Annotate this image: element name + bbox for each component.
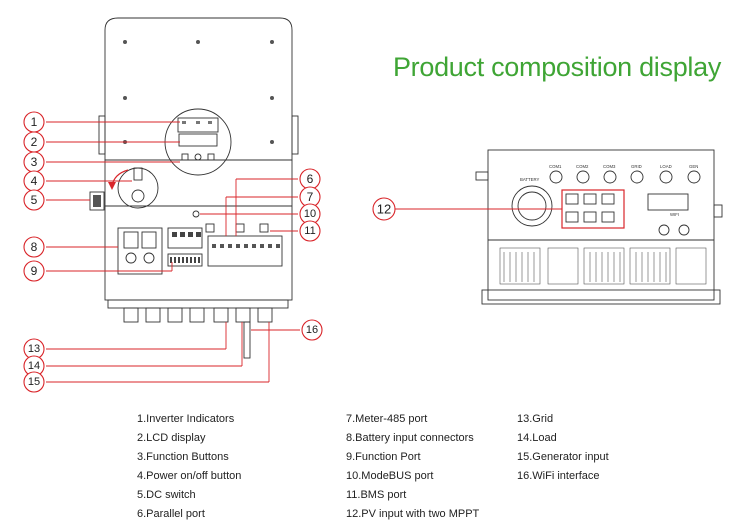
- caption-gen: GEN: [689, 164, 698, 169]
- legend-item: 5.DC switch: [137, 489, 196, 501]
- callout-4: 4: [31, 174, 38, 188]
- inverter-front-view: [89, 17, 299, 359]
- legend-column-1: 1.Inverter Indicators 2.LCD display 3.Fu…: [137, 410, 241, 524]
- callout-8: 8: [31, 240, 38, 254]
- legend-item: 8.Battery input connectors: [346, 432, 474, 444]
- legend-item: 11.BMS port: [346, 489, 407, 501]
- caption-com2: COM2: [576, 164, 589, 169]
- caption-grid: GRID: [631, 164, 642, 169]
- callout-circle-15: [23, 371, 45, 393]
- callout-circle-9: [23, 260, 45, 282]
- legend-item: 9.Function Port: [346, 451, 421, 463]
- legend-item: 3.Function Buttons: [137, 451, 229, 463]
- callout-circle-16: [301, 319, 323, 341]
- callout-1: 1: [31, 115, 38, 129]
- callout-16: 16: [306, 324, 318, 336]
- caption-battery: BATTERY: [520, 177, 540, 182]
- callout-circle-8: [23, 236, 45, 258]
- legend-item: 16.WiFi interface: [517, 470, 600, 482]
- caption-com1: COM1: [549, 164, 562, 169]
- legend-item: 15.Generator input: [517, 451, 609, 463]
- legend-column-3: 13.Grid 14.Load 15.Generator input 16.Wi…: [517, 410, 609, 486]
- callout-9: 9: [31, 264, 38, 278]
- callout-circle-12: [372, 197, 396, 221]
- callout-5: 5: [31, 193, 38, 207]
- callout-7: 7: [307, 190, 314, 204]
- legend-item: 13.Grid: [517, 413, 554, 425]
- callout-12: 12: [377, 202, 391, 217]
- callout-11: 11: [304, 225, 315, 237]
- legend-item: 14.Load: [517, 432, 557, 444]
- callout-circle-11: [299, 220, 321, 242]
- page-title: Product composition display: [392, 52, 722, 82]
- legend-item: 12.PV input with two MPPT: [346, 508, 480, 520]
- legend-item: 4.Power on/off button: [137, 470, 242, 482]
- legend-item: 6.Parallel port: [137, 508, 205, 520]
- legend-item: 7.Meter-485 port: [346, 413, 428, 425]
- caption-wifi: WIFI: [670, 212, 679, 217]
- callout-10: 10: [304, 208, 316, 220]
- callout-3: 3: [31, 155, 38, 169]
- callout-15: 15: [28, 376, 40, 388]
- legend-item: 1.Inverter Indicators: [137, 413, 235, 425]
- legend-column-2: 7.Meter-485 port 8.Battery input connect…: [346, 410, 479, 524]
- inverter-bottom-view: [475, 149, 723, 305]
- leader-lines: [46, 121, 562, 383]
- callout-13: 13: [28, 343, 40, 355]
- caption-load: LOAD: [660, 164, 672, 169]
- callout-14: 14: [28, 360, 40, 372]
- callout-2: 2: [31, 135, 38, 149]
- caption-com3: COM3: [603, 164, 616, 169]
- legend-item: 10.ModeBUS port: [346, 470, 434, 482]
- legend-item: 2.LCD display: [137, 432, 206, 444]
- callout-circle-5: [23, 189, 45, 211]
- callout-6: 6: [307, 172, 314, 186]
